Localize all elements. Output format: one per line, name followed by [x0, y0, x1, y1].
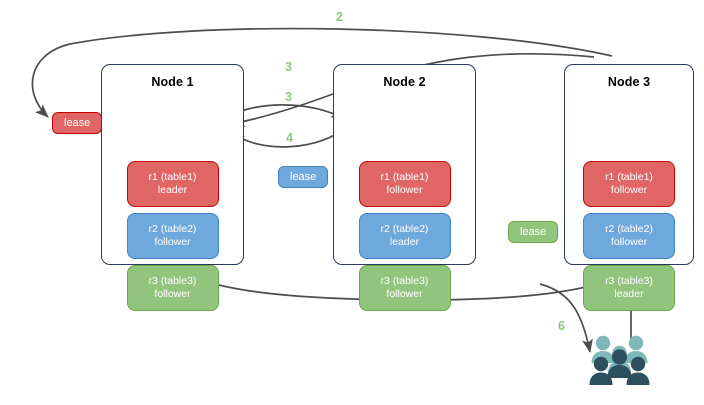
lease-badge-green[interactable]: lease: [508, 221, 559, 243]
step-label-3-upper: 3: [285, 60, 292, 74]
replica-name: r1 (table1): [148, 170, 197, 183]
replica-r3-node1[interactable]: r3 (table3) follower: [126, 265, 219, 311]
replica-role: follower: [154, 236, 191, 248]
replica-r1-node2[interactable]: r1 (table1) follower: [358, 161, 451, 207]
replica-role: follower: [386, 184, 423, 196]
arrow-step-6: [539, 283, 593, 354]
replica-name: r3 (table3): [148, 274, 197, 287]
lease-badge-blue[interactable]: lease: [278, 166, 329, 188]
users-group-icon: [588, 333, 658, 388]
replica-name: r2 (table2): [148, 222, 197, 235]
replica-r2-node2[interactable]: r2 (table2) leader: [358, 213, 451, 259]
replica-role: leader: [389, 236, 420, 248]
step-label-5: 5: [392, 299, 399, 313]
replica-name: r1 (table1): [380, 170, 429, 183]
step-label-2: 2: [336, 10, 343, 24]
users-group-svg: [589, 335, 650, 385]
step-label-6: 6: [558, 319, 565, 333]
replica-name: r3 (table3): [380, 274, 429, 287]
replica-name: r3 (table3): [605, 274, 653, 287]
replica-role: leader: [614, 288, 644, 300]
step-label-3-lower: 3: [285, 90, 292, 104]
step-label-1: 1: [641, 297, 648, 311]
step-label-4: 4: [286, 131, 293, 145]
lease-label: lease: [290, 171, 317, 183]
replica-name: r2 (table2): [380, 222, 429, 235]
node-container-3: Node 3 r1 (table1) follower r2 (table2) …: [564, 64, 694, 311]
replica-role: follower: [610, 184, 648, 196]
replica-role: follower: [154, 288, 191, 300]
replica-role: follower: [386, 288, 423, 300]
replica-role: leader: [157, 184, 188, 196]
node-container-1: Node 1 r1 (table1) leader r2 (table2) fo…: [101, 64, 244, 311]
replica-role: follower: [610, 236, 648, 248]
node-title: Node 3: [607, 75, 651, 89]
replica-r3-node2[interactable]: r3 (table3) follower: [358, 265, 451, 311]
replica-name: r1 (table1): [605, 170, 653, 183]
node-title: Node 1: [151, 75, 194, 89]
arrow-step-2: [31, 27, 613, 118]
replica-r1-node3[interactable]: r1 (table1) follower: [583, 161, 675, 207]
replica-name: r2 (table2): [605, 222, 653, 235]
replica-r2-node3[interactable]: r2 (table2) follower: [583, 213, 675, 259]
replica-r1-node1[interactable]: r1 (table1) leader: [126, 161, 219, 207]
replica-r3-node3[interactable]: r3 (table3) leader: [583, 265, 675, 311]
lease-badge-red[interactable]: lease: [52, 112, 103, 134]
lease-label: lease: [64, 117, 91, 129]
lease-label: lease: [520, 226, 547, 238]
node-container-2: Node 2 r1 (table1) follower r2 (table2) …: [333, 64, 476, 311]
replica-r2-node1[interactable]: r2 (table2) follower: [126, 213, 219, 259]
node-title: Node 2: [383, 75, 426, 89]
